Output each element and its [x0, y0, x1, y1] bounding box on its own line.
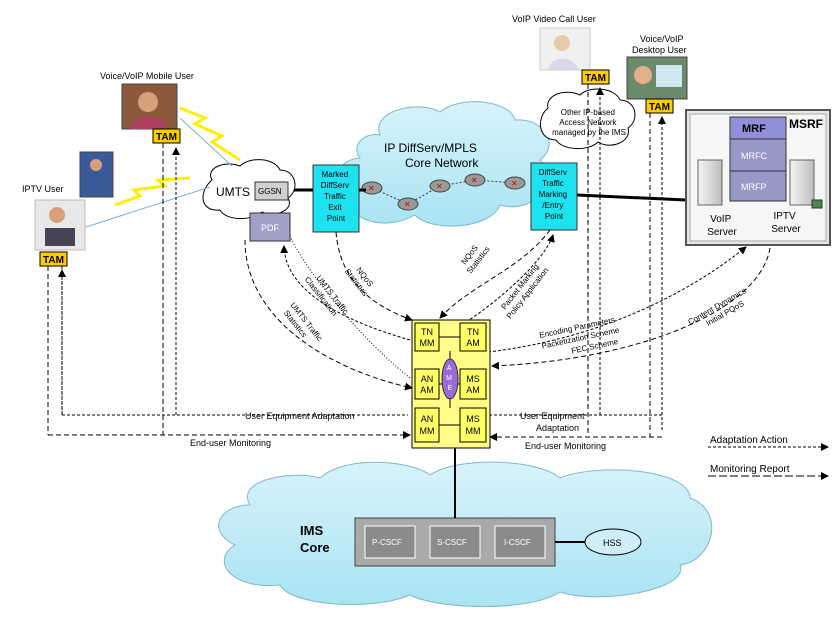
svg-text:✕: ✕ — [471, 176, 478, 185]
eu-mon-left-label: End-user Monitoring — [190, 438, 271, 448]
tam-label: TAM — [43, 255, 64, 266]
scscf-box — [429, 525, 481, 559]
umts-class-label: UMTS Traffic Classification — [303, 274, 350, 318]
content-dyn-label: Content Dynamics Initial PQoS — [687, 286, 748, 328]
tam-box — [152, 128, 181, 144]
ims-core-label: IMS — [300, 523, 323, 538]
svg-text:✕: ✕ — [404, 200, 411, 209]
iptv-user-label: IPTV User — [22, 184, 64, 194]
exit-umts-dotted — [289, 235, 411, 379]
voice-mobile-user-label: Voice/VoIP Mobile User — [100, 71, 194, 81]
svg-text:✕: ✕ — [436, 182, 443, 191]
exit-point-box — [312, 164, 360, 233]
user-photo — [626, 56, 688, 100]
pdf-box — [249, 212, 291, 242]
scscf-label: S-CSCF — [437, 538, 467, 547]
ms-mm-box — [459, 407, 487, 443]
legend-monitoring-label: Monitoring Report — [710, 464, 790, 475]
mrfc-box — [729, 138, 787, 172]
nqos-stats-b-label: NQoS Statistics — [459, 244, 491, 276]
entry-msrf-link — [576, 193, 687, 202]
tn-mm-box — [414, 322, 440, 352]
tam-label: TAM — [156, 132, 177, 143]
eu-mon-right-label: End-user Monitoring — [525, 441, 606, 451]
ue-adapt-right-label: User Equipment — [520, 411, 585, 421]
router-icon: ✕ — [504, 176, 526, 190]
hss-node — [584, 528, 642, 556]
mrfc-label: MRFC — [741, 151, 767, 161]
ms-am-box — [459, 368, 487, 400]
user-photo — [539, 27, 591, 71]
diffserv-title: IP DiffServ/MPLS — [384, 141, 477, 155]
router-icon: ✕ — [464, 173, 486, 187]
packet-marking-label: Packet Marking Policy Application — [499, 262, 550, 320]
voip-video-user-label: VoIP Video Call User — [512, 14, 596, 24]
ggsn-label: GGSN — [258, 187, 282, 196]
wireless-link-icon — [114, 176, 191, 207]
user-photo — [121, 83, 178, 130]
mrfp-label: MRFP — [741, 182, 767, 192]
wireless-link-icon — [179, 106, 241, 162]
hss-label: HSS — [603, 538, 622, 548]
tam-box — [39, 251, 68, 267]
ggsn-box — [254, 181, 289, 201]
router-icon: ✕ — [361, 181, 383, 195]
tam-box — [645, 98, 674, 114]
user-photo — [34, 151, 114, 251]
content-dyn-arrow — [491, 247, 771, 370]
svg-text:✕: ✕ — [511, 179, 518, 188]
pcscf-label: P-CSCF — [372, 538, 402, 547]
umts-label: UMTS — [216, 185, 250, 199]
umts-class-arrow — [280, 245, 411, 341]
entry-point-box — [530, 162, 578, 231]
pcscf-box — [364, 525, 416, 559]
entry-point-label: DiffServ Traffic Marking /Entry Point — [539, 168, 570, 221]
icscf-label: I-CSCF — [504, 538, 531, 547]
legend-adaptation-label: Adaptation Action — [710, 435, 788, 446]
voice-desktop-user-label-2: Desktop User — [632, 45, 687, 55]
tam-box — [581, 69, 610, 85]
iptv-server-label: IPTV Server — [771, 211, 801, 235]
voice-desktop-user-label: Voice/VoIP — [640, 34, 684, 44]
mrfp-box — [729, 170, 787, 202]
umts-stats-label: UMTS Traffic Statistics — [282, 301, 324, 343]
encoding-label: Encoding Parameters Packetization Scheme… — [539, 315, 621, 355]
router-icon: ✕ — [397, 197, 419, 211]
encoding-arrow — [487, 246, 747, 353]
tv-icon — [811, 199, 823, 209]
user-umts-link — [179, 117, 233, 167]
nqos-stats-b-arrow — [439, 229, 551, 319]
other-ip-access-label: Other IP-based Access Network managed by… — [552, 108, 626, 137]
pdf-label: PDF — [261, 223, 280, 233]
voip-server-icon — [697, 159, 723, 206]
svg-text:✕: ✕ — [368, 184, 375, 193]
exit-point-label: Marked DiffServ Traffic Exit Point — [321, 170, 352, 223]
ame-core — [441, 358, 459, 400]
nqos-stats-label: NQoS Statistics — [343, 266, 375, 298]
an-mm-box — [414, 407, 440, 443]
ame-core-label: A M E — [446, 365, 454, 392]
diffserv-subtitle: Core Network — [405, 156, 479, 170]
tn-am-box — [459, 322, 487, 352]
router-icon: ✕ — [429, 179, 451, 193]
msrf-title: MSRF — [789, 117, 823, 131]
user-umts-link — [85, 186, 211, 228]
umts-stats-arrow — [244, 239, 413, 391]
icscf-box — [494, 525, 546, 559]
ims-core-label-2: Core — [300, 540, 330, 555]
iptv-server-icon — [789, 159, 815, 206]
voip-server-label: VoIP Server — [707, 214, 737, 238]
tam-label: TAM — [649, 102, 670, 113]
mrf-label: MRF — [742, 123, 766, 135]
tam-label: TAM — [585, 73, 606, 84]
ue-adapt-left-label: User Equipment Adaptation — [245, 411, 355, 421]
ue-adapt-right-label-2: Adaptation — [536, 423, 579, 433]
